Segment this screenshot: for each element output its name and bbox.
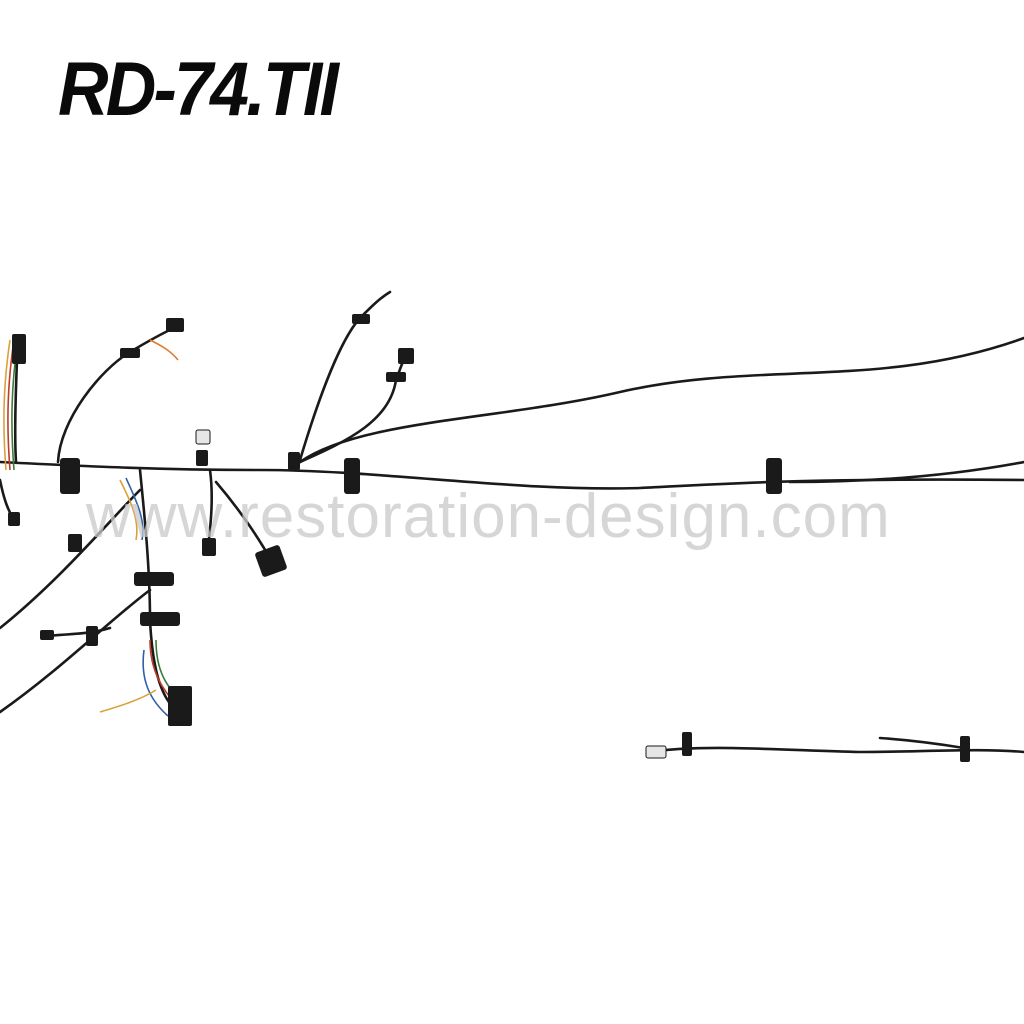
white-terminal	[195, 429, 211, 445]
connector-plug	[168, 686, 192, 726]
connector-plug	[196, 450, 208, 466]
connector-plug	[120, 348, 140, 358]
lower-harness-wire	[648, 746, 1024, 754]
connector-plug	[8, 512, 20, 526]
right-lower-branch-wire	[788, 460, 1024, 484]
connector-clip	[682, 732, 692, 756]
down-branch-wire-2	[0, 488, 142, 630]
connector-plug	[12, 334, 26, 364]
down-branch-wire-3	[0, 588, 152, 714]
connector-plug	[68, 534, 82, 552]
upper-spur-wire	[298, 290, 392, 462]
product-code-title: RD-74.TII	[58, 47, 339, 132]
connector-plug	[398, 348, 414, 364]
connector-clip	[134, 572, 174, 586]
white-terminal	[645, 745, 667, 759]
connector-plug	[352, 314, 370, 324]
connector-clip	[344, 458, 360, 494]
connector-plug	[86, 626, 98, 646]
main-trunk-wire	[0, 460, 1024, 490]
connector-clip	[766, 458, 782, 494]
left-loop-wire	[56, 324, 180, 464]
connector-plug	[40, 630, 54, 640]
lower-harness-spur	[878, 736, 966, 750]
connector-clip	[60, 458, 80, 494]
connector-plug	[386, 372, 406, 382]
upper-branch-wire	[298, 336, 1024, 464]
connector-plug	[166, 318, 184, 332]
connector-clip	[140, 612, 180, 626]
connector-clip	[960, 736, 970, 762]
connector-plug	[202, 538, 216, 556]
connector-plug	[288, 452, 300, 470]
connector-plug	[255, 545, 287, 577]
watermark-text: www.restoration-design.com	[86, 482, 891, 551]
